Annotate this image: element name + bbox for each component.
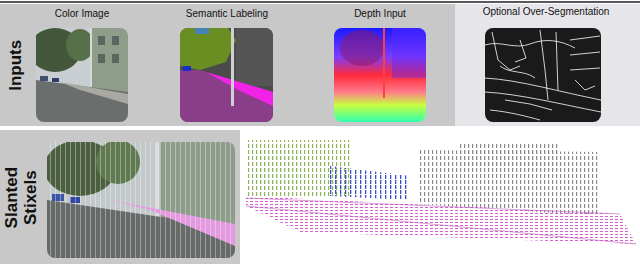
image-panel: Optional Over-Segmentation (460, 6, 632, 124)
band-panel: Inputs Color Image Semantic Labeling Depth … (0, 4, 640, 126)
band-label: Inputs (7, 5, 26, 125)
image-panel: Color Image (30, 8, 134, 124)
band-panel: Slanted Stixels (0, 130, 240, 264)
image-panel: Semantic Labeling (172, 8, 282, 124)
band-label: Slanted Stixels (3, 157, 40, 237)
image-panel: Depth Input (326, 8, 434, 124)
panel-heading: Semantic Labeling (172, 8, 282, 20)
panel-heading: Color Image (30, 8, 134, 20)
panel-heading: Depth Input (326, 8, 434, 20)
panel-heading: Optional Over-Segmentation (460, 6, 632, 18)
